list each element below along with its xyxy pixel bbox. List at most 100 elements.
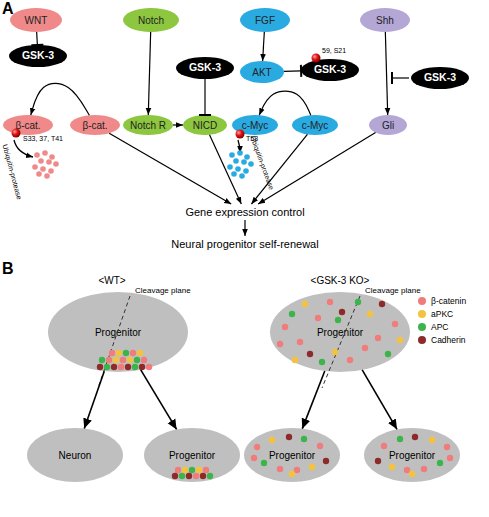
kinase-oval: GSK-3 <box>411 67 469 89</box>
protein-dot <box>444 444 450 450</box>
annotation-label: 59, S21 <box>322 47 346 55</box>
annotation-label: T58 <box>246 135 258 143</box>
protein-dot <box>182 467 188 473</box>
node-label: NICD <box>193 120 217 131</box>
signal-oval: FGF <box>240 8 290 32</box>
protein-dot <box>118 364 124 370</box>
protein-dot <box>104 364 110 370</box>
oval-shape <box>411 67 469 89</box>
node-label: Neuron <box>59 450 92 461</box>
protein-dot <box>392 321 398 327</box>
degradation-arrow <box>238 140 240 153</box>
node-label: WNT <box>25 15 48 26</box>
legend-text: Cadherin <box>431 335 466 345</box>
phosphorylation-dot <box>12 129 21 138</box>
oval-shape <box>123 115 173 135</box>
kinase-oval: GSK-3 <box>176 57 234 79</box>
protein-dot <box>179 473 185 479</box>
protein-dot <box>429 437 435 443</box>
cell-ellipse: Progenitor <box>270 292 410 372</box>
arrow-connector <box>263 32 265 61</box>
annotation-label: Cleavage plane <box>365 287 421 296</box>
signal-oval: c-Myc <box>292 115 338 135</box>
oval-shape <box>48 292 188 372</box>
node-label: GSK-3 <box>424 72 456 84</box>
protein-dot <box>251 455 257 461</box>
protein-dot <box>196 467 202 473</box>
degraded-fragment <box>48 168 54 174</box>
node-label: β-cat. <box>15 120 40 131</box>
oval-shape <box>240 8 290 32</box>
oval-shape <box>176 57 234 79</box>
legend-row: aPKC <box>418 307 466 320</box>
inhibition-connector <box>204 79 205 115</box>
degraded-fragment <box>49 154 55 160</box>
node-label: Notch R <box>130 120 166 131</box>
protein-dot <box>289 471 295 477</box>
oval-shape <box>301 59 359 81</box>
node-label: c-Myc <box>302 120 329 131</box>
protein-dot <box>302 301 308 307</box>
node-label: Neural progenitor self-renewal <box>171 238 318 250</box>
protein-dot <box>397 337 403 343</box>
legend-text: aPKC <box>431 309 453 319</box>
protein-dot <box>339 309 345 315</box>
signal-oval: Notch <box>123 8 179 32</box>
degraded-fragment <box>233 158 239 164</box>
degraded-fragment <box>231 171 237 177</box>
protein-dot <box>301 436 307 442</box>
arrow-connector <box>362 370 397 429</box>
node-label: β-cat. <box>82 120 107 131</box>
protein-dot <box>412 434 418 440</box>
oval-shape <box>10 8 62 32</box>
signal-oval: Shh <box>360 8 410 32</box>
arrow-connector <box>385 32 387 115</box>
legend-swatch <box>418 297 426 305</box>
arrow-connector <box>302 371 324 429</box>
oval-shape <box>144 428 240 482</box>
protein-dot <box>120 357 126 363</box>
cell-ellipse: Neuron <box>27 428 123 482</box>
node-label: Progenitor <box>95 327 141 338</box>
protein-dot <box>317 443 323 449</box>
annotation-label: <WT> <box>98 275 125 286</box>
protein-dot <box>193 473 199 479</box>
degraded-fragment <box>248 161 254 167</box>
legend-text: β-catenin <box>431 296 466 306</box>
signal-oval: β-cat. <box>70 115 120 135</box>
oval-shape <box>360 8 410 32</box>
protein-dot <box>123 350 129 356</box>
protein-dot <box>355 299 361 305</box>
degraded-fragment <box>32 164 38 170</box>
oval-shape <box>123 8 179 32</box>
connector-layer <box>31 32 397 429</box>
oval-shape <box>270 292 410 372</box>
protein-dot <box>332 349 338 355</box>
legend-row: β-catenin <box>418 294 466 307</box>
protein-dot <box>97 364 103 370</box>
degraded-fragment <box>227 164 233 170</box>
protein-dot <box>254 444 260 450</box>
annotation-label: Ubiquitin-protease <box>249 135 276 191</box>
protein-dot <box>116 350 122 356</box>
protein-dot <box>277 341 283 347</box>
protein-dot <box>375 335 381 341</box>
arrow-connector <box>210 135 242 204</box>
node-label: Gene expression control <box>185 206 304 218</box>
protein-dot <box>294 467 300 473</box>
signal-oval: AKT <box>240 61 284 83</box>
node-label: Progenitor <box>317 327 363 338</box>
protein-dot <box>172 473 178 479</box>
degraded-fragment <box>241 159 247 165</box>
kinase-oval: GSK-3 <box>301 59 359 81</box>
protein-dot <box>389 464 395 470</box>
protein-dot <box>315 315 321 321</box>
protein-dot <box>186 473 192 479</box>
arrow-connector <box>258 133 375 204</box>
protein-dot <box>289 311 295 317</box>
oval-shape <box>3 115 53 135</box>
annotation-label: Ubiquitin-protease <box>1 144 23 201</box>
protein-dots <box>32 150 453 479</box>
protein-dot <box>282 324 288 330</box>
